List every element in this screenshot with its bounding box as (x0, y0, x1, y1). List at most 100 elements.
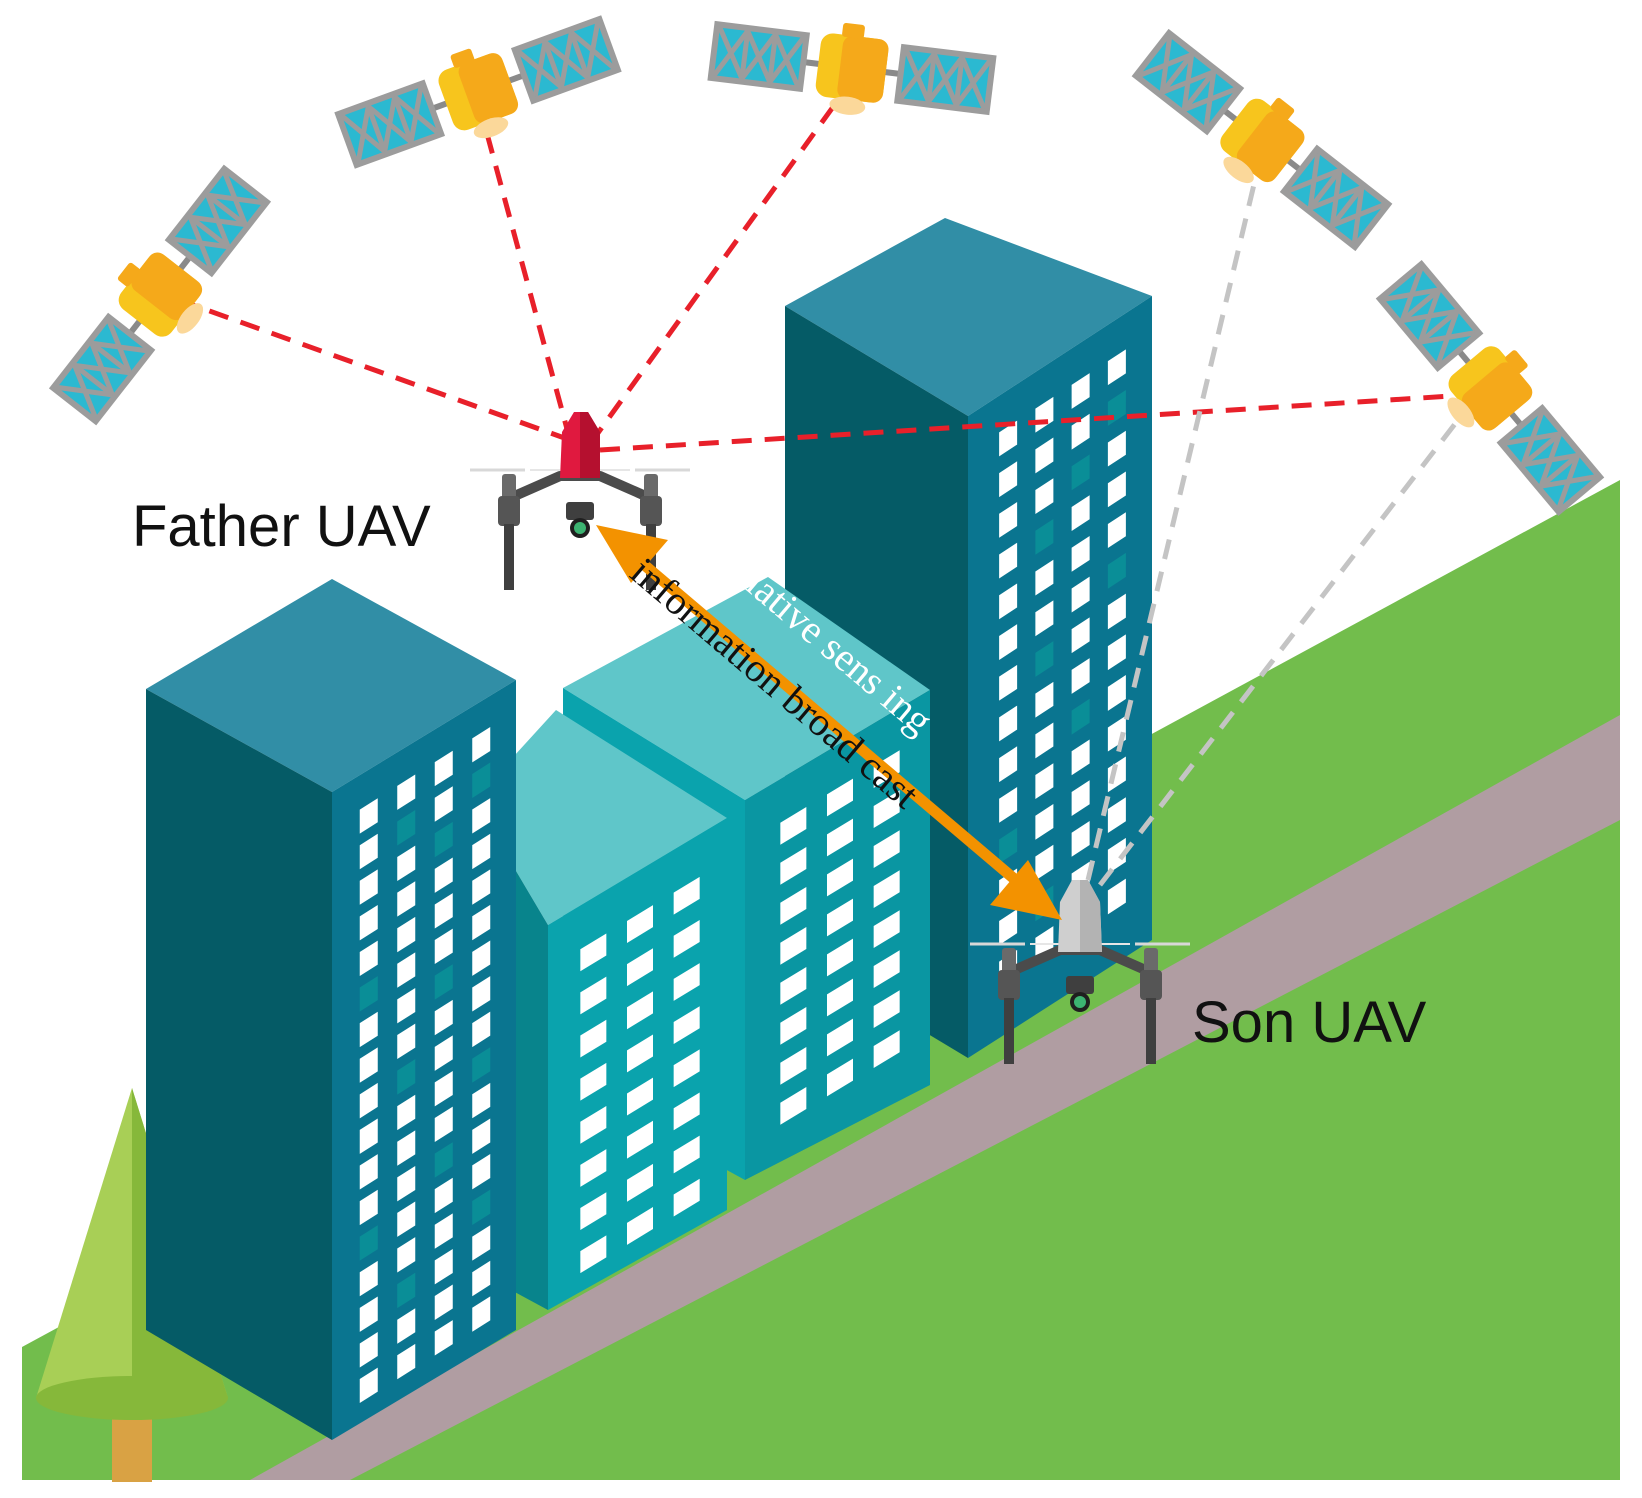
window (873, 1030, 900, 1069)
window (999, 542, 1018, 579)
window (359, 1367, 378, 1404)
red-link (483, 129, 573, 441)
window (1035, 518, 1054, 555)
father-uav-label: Father UAV (132, 494, 431, 559)
window (1035, 437, 1054, 474)
window (627, 1207, 653, 1245)
window (580, 976, 607, 1015)
window (873, 790, 900, 829)
window (434, 1320, 453, 1356)
window (780, 846, 807, 885)
window (1107, 634, 1126, 671)
window (472, 940, 491, 976)
window (673, 1178, 700, 1217)
window (359, 1047, 378, 1083)
window (1071, 739, 1090, 776)
window (434, 786, 453, 822)
window (397, 1237, 416, 1273)
window (434, 857, 453, 893)
window (359, 1082, 378, 1119)
window (472, 869, 491, 905)
window (397, 1023, 416, 1059)
window (359, 904, 378, 941)
window (999, 909, 1018, 945)
window (434, 750, 453, 787)
window (472, 833, 491, 870)
window (1035, 478, 1054, 515)
window (999, 583, 1018, 620)
window (1071, 617, 1090, 654)
window (627, 991, 653, 1030)
window (827, 818, 853, 857)
window (999, 827, 1018, 864)
window (673, 1049, 700, 1088)
son-uav-label: Son UAV (1192, 990, 1427, 1055)
window (434, 1284, 453, 1320)
red-link (587, 98, 841, 446)
window (873, 910, 900, 949)
window (1035, 722, 1054, 759)
window (472, 1011, 491, 1048)
window (472, 1047, 491, 1083)
window (673, 1135, 700, 1174)
window (397, 1308, 416, 1344)
window (397, 1094, 416, 1131)
window (1035, 681, 1054, 718)
window (359, 1225, 378, 1261)
satellite-icon (38, 156, 285, 436)
window (397, 1343, 416, 1380)
window (397, 810, 416, 846)
window (1071, 780, 1090, 817)
window (472, 762, 491, 798)
window (580, 1106, 607, 1144)
window (397, 845, 416, 882)
window (397, 881, 416, 917)
window (1071, 373, 1090, 409)
window (580, 1062, 607, 1101)
window (827, 858, 853, 897)
window (1107, 837, 1126, 874)
drone-icon (470, 412, 690, 590)
window (580, 1019, 607, 1058)
window (780, 926, 807, 965)
window (999, 705, 1018, 742)
window (1035, 641, 1054, 677)
window (580, 1235, 607, 1274)
window (1107, 878, 1126, 915)
road (250, 715, 1620, 1480)
window (1071, 454, 1090, 491)
window (359, 1332, 378, 1368)
window (472, 976, 491, 1012)
window (1035, 600, 1054, 637)
satellite-icon (1121, 18, 1401, 265)
window (673, 1006, 700, 1044)
window (472, 1225, 491, 1261)
window (780, 1046, 807, 1085)
window (359, 940, 378, 976)
window (434, 964, 453, 1000)
window (873, 830, 900, 869)
broadcast-arrow (596, 525, 1062, 920)
window (673, 1092, 700, 1131)
window (1071, 495, 1090, 532)
window (827, 938, 853, 977)
window (397, 952, 416, 988)
window (472, 1296, 491, 1332)
window (1035, 844, 1054, 881)
window (1107, 675, 1126, 711)
window (1071, 698, 1090, 735)
window (627, 1034, 653, 1073)
window (580, 933, 607, 972)
satellite-links (189, 98, 1460, 887)
window (359, 1260, 378, 1297)
window (472, 1118, 491, 1154)
window (673, 963, 700, 1001)
building-icon (146, 579, 516, 1440)
window (359, 798, 378, 834)
window (472, 1260, 491, 1297)
window (359, 833, 378, 870)
window (397, 1201, 416, 1237)
window (434, 1213, 453, 1249)
window (359, 869, 378, 905)
